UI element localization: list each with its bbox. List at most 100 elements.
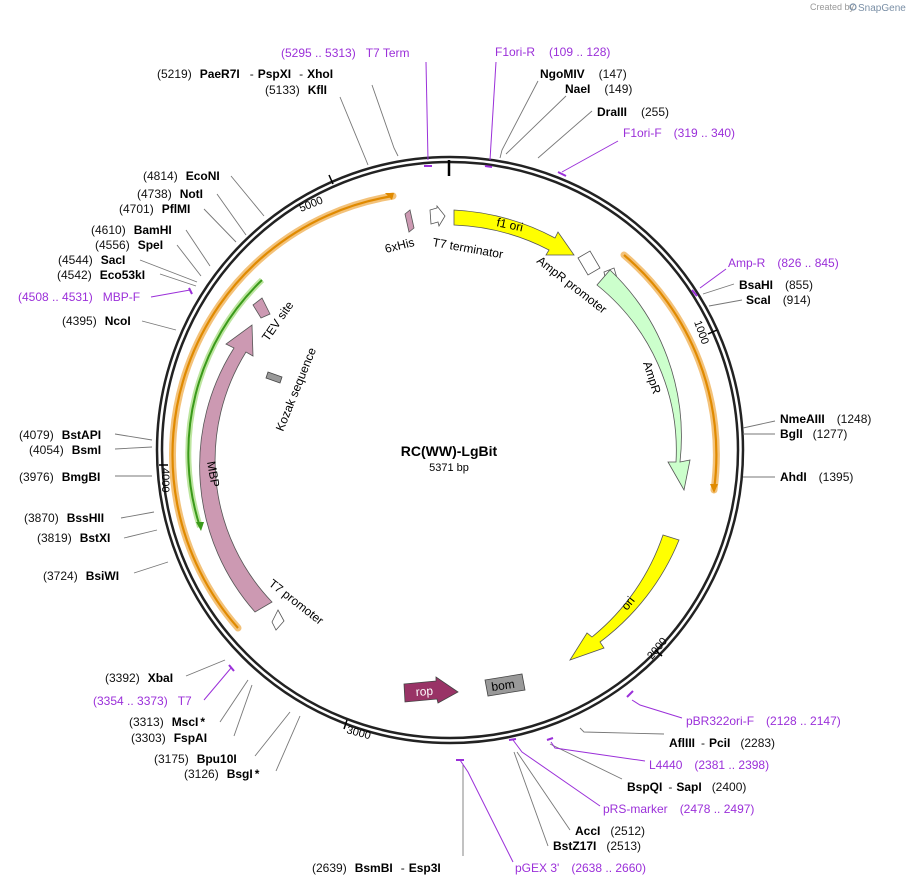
primer-label-f1ori-f[interactable]: F1ori-F(319 .. 340) bbox=[623, 126, 735, 140]
leader-bpu10i bbox=[254, 711, 291, 757]
site-label-bamhi[interactable]: (4610)BamHI bbox=[91, 223, 172, 237]
leader-acci bbox=[516, 751, 571, 831]
site-label-saci[interactable]: (4544)SacI bbox=[58, 253, 125, 267]
site-label-draiii[interactable]: DraIII(255) bbox=[597, 105, 669, 119]
feature-rop[interactable] bbox=[403, 676, 459, 704]
feature-f1-ori[interactable] bbox=[453, 209, 575, 256]
tick-marks bbox=[159, 174, 718, 730]
leader-eco53ki bbox=[159, 273, 197, 287]
feature-mbp[interactable] bbox=[199, 324, 273, 613]
site-label-bsmbi[interactable]: (2639)BsmBI-Esp3I bbox=[312, 861, 441, 875]
primer-mark-l4440 bbox=[546, 737, 554, 741]
primer-mark-f1ori-r bbox=[484, 165, 493, 168]
site-label-acci[interactable]: AccI(2512) bbox=[575, 824, 645, 838]
leader-bstz17i bbox=[513, 751, 549, 847]
site-labels: (5219)PaeR7I-PspXI-XhoI (5133)KflI NgoMI… bbox=[19, 67, 871, 875]
plasmid-name: RC(WW)-LgBit bbox=[401, 443, 498, 459]
credit-brand: SnapGene bbox=[858, 3, 906, 14]
leader-bsgi bbox=[275, 715, 301, 772]
feature-6xhis[interactable] bbox=[404, 209, 415, 233]
site-label-naei[interactable]: NaeI(149) bbox=[565, 82, 632, 96]
primer-line-f1ori-f bbox=[561, 140, 619, 173]
feature-t7-promoter[interactable] bbox=[271, 609, 285, 631]
site-label-nmeaiii[interactable]: NmeAIII(1248) bbox=[780, 412, 871, 426]
site-label-scai[interactable]: ScaI(914) bbox=[746, 293, 811, 307]
leader-saci bbox=[139, 259, 198, 283]
site-label-bsmi[interactable]: (4054)BsmI bbox=[29, 443, 101, 457]
site-label-afliii[interactable]: AflIII-PciI(2283) bbox=[669, 736, 775, 750]
site-label-bmgbi[interactable]: (3976)BmgBI bbox=[19, 470, 100, 484]
primer-label-t7term[interactable]: (5295 .. 5313)T7 Term bbox=[281, 46, 410, 60]
site-label-ngomiv[interactable]: NgoMIV(147) bbox=[540, 67, 627, 81]
orf-left-arc bbox=[171, 194, 394, 629]
feature-kozak-sequence[interactable] bbox=[265, 371, 283, 384]
primer-leader-lines bbox=[150, 61, 727, 863]
site-label-bspqi[interactable]: BspQI-SapI(2400) bbox=[627, 780, 746, 794]
orf-green-arrowhead bbox=[196, 522, 204, 531]
leader-spei bbox=[176, 244, 202, 277]
tick-2000 bbox=[654, 649, 663, 657]
leader-bsshii bbox=[120, 511, 155, 519]
primer-mark-t7 bbox=[228, 664, 235, 672]
primer-line-t7term bbox=[425, 61, 429, 161]
feature-bom[interactable] bbox=[484, 673, 526, 697]
site-label-ncoi[interactable]: (4395)NcoI bbox=[62, 314, 131, 328]
primer-label-pgex3[interactable]: pGEX 3'(2638 .. 2660) bbox=[515, 861, 646, 875]
primer-label-prs-marker[interactable]: pRS-marker(2478 .. 2497) bbox=[603, 802, 754, 816]
site-label-bgli[interactable]: BglI(1277) bbox=[780, 427, 847, 441]
site-label-ahdi[interactable]: AhdI(1395) bbox=[780, 470, 853, 484]
site-label-fspai[interactable]: (3303)FspAI bbox=[131, 731, 207, 745]
primer-label-pbr322ori-f[interactable]: pBR322ori-F(2128 .. 2147) bbox=[686, 714, 841, 728]
site-label-bstapi[interactable]: (4079)BstAPI bbox=[19, 428, 101, 442]
feature-ampr[interactable] bbox=[596, 269, 691, 492]
leader-bstapi bbox=[114, 433, 153, 441]
primer-line-l4440 bbox=[550, 741, 646, 762]
site-label-xbai[interactable]: (3392)XbaI bbox=[105, 671, 173, 685]
feature-ori[interactable] bbox=[569, 534, 680, 661]
leader-draiii bbox=[537, 110, 593, 159]
site-label-kfli[interactable]: (5133)KflI bbox=[265, 83, 327, 97]
primer-label-t7[interactable]: (3354 .. 3373)T7 bbox=[93, 694, 192, 708]
site-label-bsahi[interactable]: BsaHI(855) bbox=[739, 278, 813, 292]
site-label-bstxi[interactable]: (3819)BstXI bbox=[37, 531, 110, 545]
primer-label-amp-r[interactable]: Amp-R(826 .. 845) bbox=[728, 256, 839, 270]
site-label-xhoi[interactable]: (5219)PaeR7I-PspXI-XhoI bbox=[157, 67, 333, 81]
leader-ngomiv bbox=[499, 80, 539, 159]
feature-t7-terminator[interactable] bbox=[429, 204, 446, 228]
primer-labels: (5295 .. 5313)T7 Term F1ori-R(109 .. 128… bbox=[18, 45, 841, 875]
primer-label-l4440[interactable]: L4440(2381 .. 2398) bbox=[649, 758, 769, 772]
primer-mark-f1ori-f bbox=[557, 171, 567, 177]
site-label-bsshii[interactable]: (3870)BssHII bbox=[24, 511, 104, 525]
label-6xhis: 6xHis bbox=[383, 235, 416, 256]
leader-noti bbox=[216, 193, 247, 236]
site-label-pflmi[interactable]: (4701)PflMI bbox=[119, 202, 190, 216]
site-label-bsiwi[interactable]: (3724)BsiWI bbox=[43, 569, 119, 583]
feature-tev-site[interactable] bbox=[252, 297, 271, 319]
site-label-bsgi[interactable]: (3126)BsgI* bbox=[184, 767, 260, 781]
leader-bstxi bbox=[123, 529, 158, 539]
leader-bspqi bbox=[549, 743, 623, 780]
primer-line-mbp-f bbox=[150, 289, 191, 298]
site-label-spei[interactable]: (4556)SpeI bbox=[95, 238, 163, 252]
leader-nmeaiii bbox=[742, 420, 776, 429]
site-label-eco53ki[interactable]: (4542)Eco53kI bbox=[57, 268, 145, 282]
leader-naei bbox=[505, 95, 567, 155]
site-label-bstz17i[interactable]: BstZ17I(2513) bbox=[553, 839, 641, 853]
site-label-noti[interactable]: (4738)NotI bbox=[137, 187, 203, 201]
orf-left-arrowhead bbox=[385, 193, 394, 200]
site-label-msci[interactable]: (3313)MscI* bbox=[129, 715, 205, 729]
site-label-econi[interactable]: (4814)EcoNI bbox=[143, 169, 220, 183]
primer-line-amp-r bbox=[699, 268, 727, 289]
site-label-bpu10i[interactable]: (3175)Bpu10I bbox=[154, 752, 237, 766]
leader-pflmi bbox=[203, 208, 237, 243]
leader-ncoi bbox=[141, 320, 177, 331]
feature-ampr-promoter-left[interactable] bbox=[577, 250, 601, 276]
primer-label-mbp-f[interactable]: (4508 .. 4531)MBP-F bbox=[18, 290, 140, 304]
credit-prefix: Created by bbox=[810, 2, 855, 12]
primer-label-f1ori-r[interactable]: F1ori-R(109 .. 128) bbox=[495, 45, 610, 59]
primer-line-pbr322ori-f bbox=[631, 699, 683, 719]
label-bom: bom bbox=[490, 677, 515, 694]
primer-marks bbox=[188, 165, 698, 761]
backbone-outer-ring bbox=[155, 155, 745, 745]
label-t7-terminator: T7 terminator bbox=[431, 235, 504, 261]
